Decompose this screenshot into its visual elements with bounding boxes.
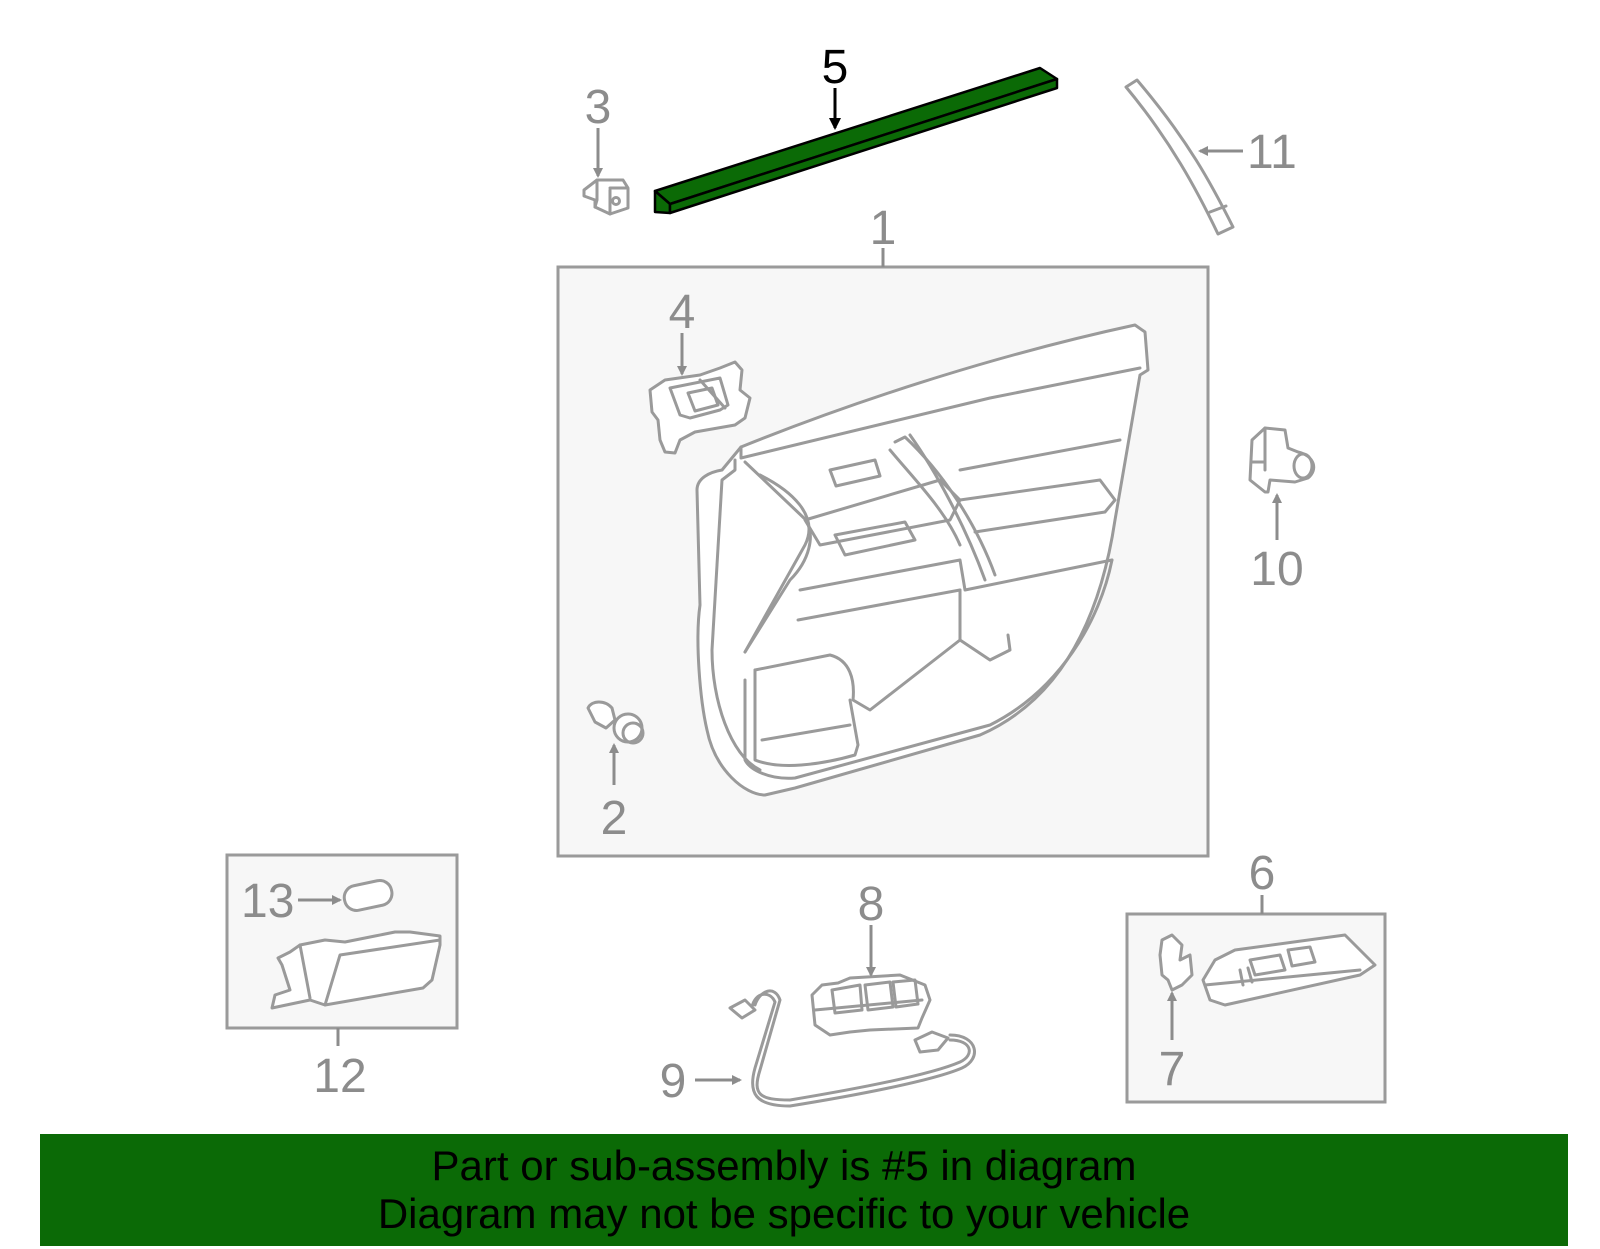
clip-part-2[interactable]	[586, 700, 645, 745]
switch-base-part-6[interactable]	[1201, 933, 1377, 1007]
callout-6: 6	[1249, 847, 1276, 900]
callout-11: 11	[1247, 126, 1297, 179]
callout-1: 1	[870, 202, 897, 255]
courtesy-lamp-part-10[interactable]	[1248, 426, 1316, 494]
switch-bezel-part-4[interactable]	[648, 360, 752, 455]
wire-harness-part-9[interactable]	[728, 989, 976, 1108]
banner-line-1: Part or sub-assembly is #5 in diagram	[431, 1142, 1137, 1189]
door-trim-panel-part-1[interactable]	[695, 323, 1150, 797]
handle-part-12[interactable]	[270, 930, 442, 1010]
info-banner: Part or sub-assembly is #5 in diagram Di…	[40, 1134, 1568, 1246]
callout-4: 4	[669, 286, 696, 339]
pad-part-13[interactable]	[342, 878, 394, 912]
window-switch-part-8[interactable]	[810, 973, 932, 1037]
callout-9: 9	[660, 1055, 687, 1108]
clip-part-7[interactable]	[1158, 933, 1194, 992]
callout-5: 5	[822, 41, 849, 94]
callout-13: 13	[241, 875, 294, 928]
weatherstrip-part-11[interactable]	[1124, 78, 1235, 236]
callout-8: 8	[858, 878, 885, 931]
belt-moulding-part-5[interactable]	[653, 66, 1059, 215]
callout-12: 12	[313, 1050, 366, 1103]
clip-part-3[interactable]	[582, 178, 630, 216]
callout-10: 10	[1250, 543, 1303, 596]
callout-2: 2	[601, 792, 628, 845]
callout-7: 7	[1159, 1043, 1186, 1096]
banner-line-2: Diagram may not be specific to your vehi…	[377, 1190, 1191, 1237]
callout-3: 3	[585, 81, 612, 134]
